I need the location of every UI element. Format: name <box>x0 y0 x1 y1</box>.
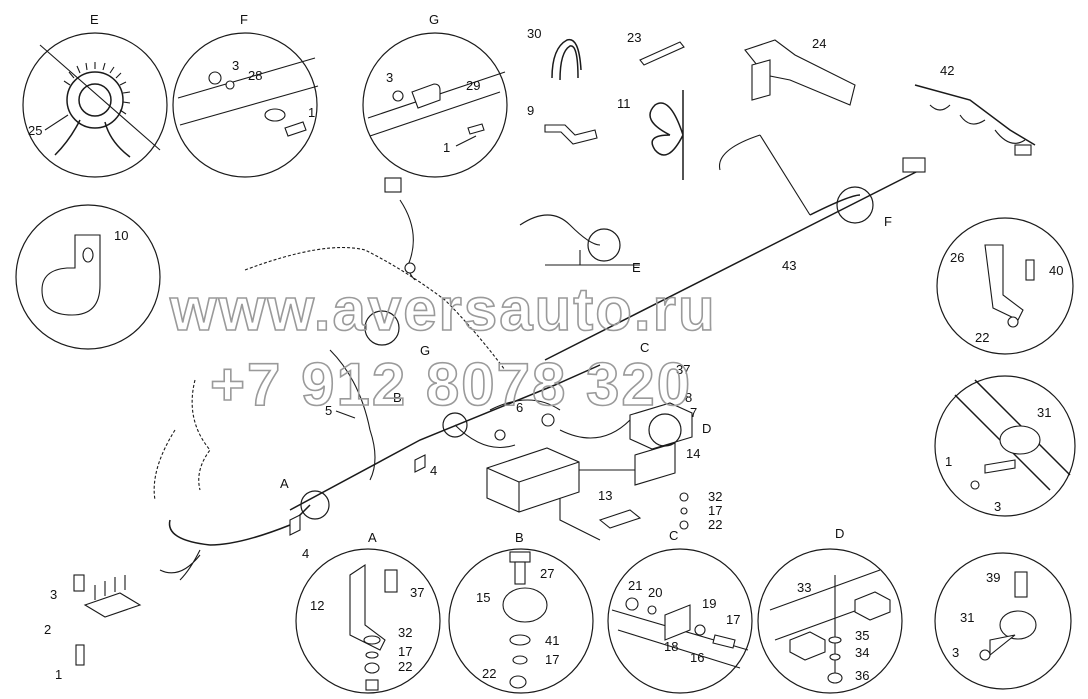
part-label-3-br: 3 <box>952 645 959 660</box>
part-label-32-a: 32 <box>398 625 412 640</box>
part-label-5: 5 <box>325 403 332 418</box>
callout-b: B <box>393 390 402 405</box>
part-label-9: 9 <box>527 103 534 118</box>
part-label-18: 18 <box>664 639 678 654</box>
part-label-32-main: 32 <box>708 489 722 504</box>
part-9-bracket <box>544 124 598 145</box>
part-label-1-r: 1 <box>945 454 952 469</box>
detail-title-a: A <box>368 530 377 545</box>
callout-c-bottom: C <box>669 528 678 543</box>
detail-title-d: D <box>835 526 844 541</box>
callout-a: A <box>280 476 289 491</box>
detail-view-g <box>362 32 508 178</box>
part-label-22-b: 22 <box>482 666 496 681</box>
ring-terminal-25 <box>54 62 131 158</box>
part-label-17-main: 17 <box>708 503 722 518</box>
part-label-20: 20 <box>648 585 662 600</box>
detail-view-d <box>757 548 903 694</box>
part-bracket-left <box>73 574 142 666</box>
part-label-27: 27 <box>540 566 554 581</box>
part-label-17-a: 17 <box>398 644 412 659</box>
part-label-22-main: 22 <box>708 517 722 532</box>
detail-view-31 <box>934 375 1076 517</box>
detail-view-39 <box>934 552 1072 690</box>
part-label-34: 34 <box>855 645 869 660</box>
part-label-3-r: 3 <box>994 499 1001 514</box>
part-label-36: 36 <box>855 668 869 683</box>
callout-g: G <box>420 343 430 358</box>
part-11-clip <box>649 90 684 180</box>
part-label-17-b: 17 <box>545 652 559 667</box>
part-label-23: 23 <box>627 30 641 45</box>
callout-c-top: C <box>640 340 649 355</box>
callout-e: E <box>632 260 641 275</box>
part-label-43: 43 <box>782 258 796 273</box>
part-label-4-a: 4 <box>430 463 437 478</box>
part-label-22-r: 22 <box>975 330 989 345</box>
detail-view-f <box>172 32 319 178</box>
part-label-42: 42 <box>940 63 954 78</box>
part-label-40: 40 <box>1049 263 1063 278</box>
part-label-22-a: 22 <box>398 659 412 674</box>
watermark-phone: +7 912 8078 320 <box>210 351 692 418</box>
part-label-7: 7 <box>690 405 697 420</box>
part-label-25: 25 <box>28 123 42 138</box>
part-label-33: 33 <box>797 580 811 595</box>
detail-view-10 <box>15 204 161 350</box>
part-label-3-bl: 3 <box>50 587 57 602</box>
main-harness <box>153 177 693 581</box>
watermark-site: www.aversauto.ru <box>169 276 717 343</box>
part-label-28: 28 <box>248 68 262 83</box>
detail-view-a <box>295 548 441 694</box>
part-label-3-g: 3 <box>386 70 393 85</box>
cable-43 <box>544 134 926 361</box>
part-label-35: 35 <box>855 628 869 643</box>
part-label-11: 11 <box>617 96 631 111</box>
part-24-bracket <box>744 39 856 106</box>
part-label-39: 39 <box>986 570 1000 585</box>
part-label-16: 16 <box>690 650 704 665</box>
part-label-10: 10 <box>114 228 128 243</box>
part-label-14: 14 <box>686 446 700 461</box>
part-42-harness <box>914 84 1036 156</box>
callout-f: F <box>884 214 892 229</box>
part-30-clip <box>551 38 582 81</box>
callout-d: D <box>702 421 711 436</box>
part-label-15: 15 <box>476 590 490 605</box>
part-label-8: 8 <box>685 390 692 405</box>
detail-title-f: F <box>240 12 248 27</box>
part-label-1-g: 1 <box>443 140 450 155</box>
detail-view-c <box>607 548 753 694</box>
part-label-24: 24 <box>812 36 826 51</box>
part-label-1-f: 1 <box>308 105 315 120</box>
part-label-19: 19 <box>702 596 716 611</box>
detail-title-g: G <box>429 12 439 27</box>
part-label-12: 12 <box>310 598 324 613</box>
detail-title-b: B <box>515 530 524 545</box>
part-label-37-a: 37 <box>410 585 424 600</box>
part-label-13: 13 <box>598 488 612 503</box>
part-label-2: 2 <box>44 622 51 637</box>
part-label-31-b: 31 <box>960 610 974 625</box>
part-label-17-c: 17 <box>726 612 740 627</box>
part-label-30: 30 <box>527 26 541 41</box>
part-label-41: 41 <box>545 633 559 648</box>
part-label-3-f: 3 <box>232 58 239 73</box>
detail-view-26-40 <box>936 217 1074 355</box>
part-label-21: 21 <box>628 578 642 593</box>
part-label-29: 29 <box>466 78 480 93</box>
detail-title-e: E <box>90 12 99 27</box>
detail-view-e <box>22 32 168 178</box>
part-label-31: 31 <box>1037 405 1051 420</box>
part-label-37-main: 37 <box>676 362 690 377</box>
part-label-4-b: 4 <box>302 546 309 561</box>
part-label-6: 6 <box>516 400 523 415</box>
part-23-pin <box>639 41 685 66</box>
part-label-26: 26 <box>950 250 964 265</box>
part-label-1-bl: 1 <box>55 667 62 682</box>
detail-view-b <box>448 548 594 694</box>
